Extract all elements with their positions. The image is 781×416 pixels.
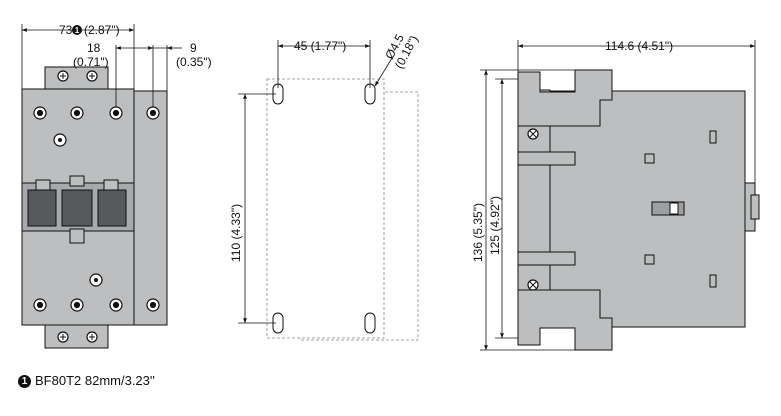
mount-outline-front <box>266 78 385 339</box>
screw-icon <box>527 279 539 291</box>
footnote-text: BF80T2 82mm/3.23'' <box>35 373 155 388</box>
screw-icon <box>57 70 69 82</box>
side-dimensions <box>480 40 756 351</box>
mount-hole-icon <box>364 312 376 334</box>
bottom-terminals <box>33 298 160 312</box>
dim-mount-width: 45 (1.77") <box>294 39 346 53</box>
mounting-view <box>266 78 419 341</box>
dim-overall-height: 136 (5.35") <box>471 203 485 262</box>
note-marker-icon: 1 <box>18 375 31 388</box>
front-bottom-tab <box>44 323 109 349</box>
side-indicator-slot <box>651 201 685 216</box>
footnote: 1 BF80T2 82mm/3.23'' <box>18 373 155 388</box>
dim-side-offset-inch: (0.35") <box>176 55 212 69</box>
front-side-block <box>131 90 168 326</box>
dim-body-height: 125 (4.92") <box>488 196 502 255</box>
screw-icon <box>86 70 98 82</box>
dim-front-width-inch: (2.87") <box>84 23 120 37</box>
mounting-dimensions <box>238 40 393 324</box>
dim-front-width: 73 <box>59 23 73 37</box>
dim-mount-height: 110 (4.33") <box>229 204 243 262</box>
front-view <box>21 66 168 349</box>
dim-terminal-pitch: 18 <box>87 41 101 55</box>
dim-depth: 114.6 (4.51") <box>605 39 673 53</box>
dim-side-offset: 9 <box>190 41 197 55</box>
dim-terminal-pitch-inch: (0.71") <box>73 55 109 69</box>
side-bottom-terminal <box>517 289 613 351</box>
contact-carrier <box>21 175 135 244</box>
screw-icon <box>86 331 98 343</box>
side-top-terminal <box>517 69 613 127</box>
screw-icon <box>527 128 539 140</box>
note-marker-icon <box>72 25 82 35</box>
screw-icon <box>57 331 69 343</box>
side-view <box>517 69 760 351</box>
note-marker-label: 1 <box>75 26 80 35</box>
front-top-tab <box>44 66 109 90</box>
top-terminals <box>33 106 160 120</box>
